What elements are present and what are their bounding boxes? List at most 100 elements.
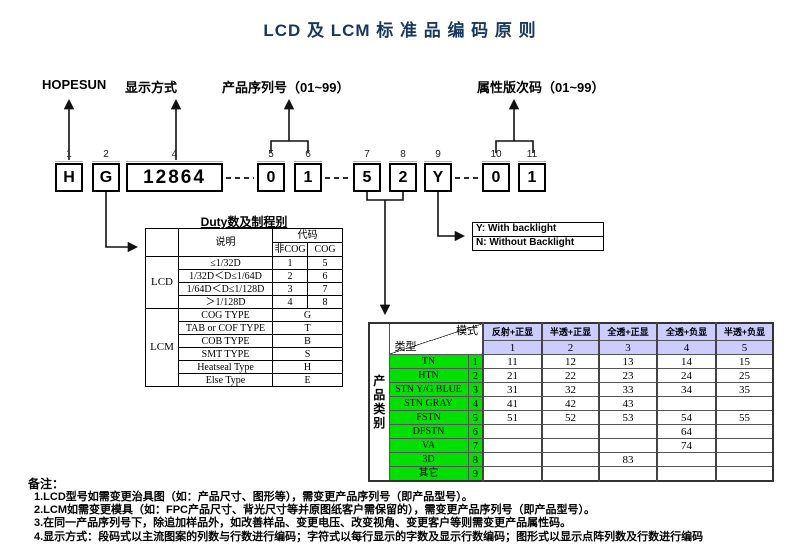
code-value: 54 [656, 410, 717, 425]
duty-noncog-code: 2 [272, 269, 308, 283]
mode-column-header: 全透+正显 [598, 322, 658, 341]
code-value [715, 452, 774, 467]
type-name: 其它 [388, 466, 469, 482]
code-box-11: 1 [518, 163, 546, 192]
code-value [541, 438, 600, 453]
code-value: 42 [541, 396, 600, 411]
code-value: 35 [715, 382, 774, 397]
code-value [482, 424, 543, 439]
code-box-5: 0 [257, 163, 285, 192]
code-value: 55 [715, 410, 774, 425]
duty-lcd-label: LCD [145, 256, 179, 309]
mode-column-header: 半透+负显 [715, 322, 774, 341]
position-number-5: 5 [257, 149, 285, 162]
duty-cog-code: 8 [307, 295, 343, 309]
label-serial: 产品序列号（01~99） [222, 80, 350, 95]
label-company: HOPESUN [42, 77, 107, 92]
position-number-2: 2 [92, 149, 120, 162]
code-value [541, 452, 600, 467]
position-number-4: 4 [126, 149, 223, 162]
type-number: 5 [467, 410, 484, 425]
code-value: 33 [598, 382, 658, 397]
label-attr-version: 属性版次码（01~99） [477, 80, 605, 95]
code-value: 74 [656, 438, 717, 453]
duty-desc: COB TYPE [178, 334, 273, 348]
mode-column-number: 2 [541, 340, 600, 355]
duty-lcm-label: LCM [145, 308, 179, 387]
code-value: 14 [656, 354, 717, 369]
backlight-legend: Y: With backlight N: Without Backlight [472, 222, 604, 251]
bracket-mode-digits [366, 192, 404, 201]
duty-code: T [272, 321, 343, 335]
duty-code-header: 代码 [272, 228, 343, 243]
duty-desc: SMT TYPE [178, 347, 273, 361]
code-value: 12 [541, 354, 600, 369]
mode-table-corner: 模式类型 [388, 322, 484, 355]
corner-mode-label: 模式 [456, 325, 478, 337]
note-item-1: 1.LCD型号如需变更治具图（如：产品尺寸、图形等），需变更产品序列号（即产品型… [34, 491, 473, 503]
code-value: 22 [541, 368, 600, 383]
code-value: 25 [715, 368, 774, 383]
code-box-2: G [92, 163, 120, 192]
code-value [482, 438, 543, 453]
code-value [715, 466, 774, 482]
code-value: 51 [482, 410, 543, 425]
duty-table-title: Duty数及制程别 [200, 215, 288, 229]
mode-column-header: 半透+正显 [541, 322, 600, 341]
code-value: 34 [656, 382, 717, 397]
type-name: HTN [388, 368, 469, 383]
code-box-7: 5 [353, 163, 381, 192]
duty-desc: COG TYPE [178, 308, 273, 322]
note-item-4: 4.显示方式：段码式以主流图案的列数与行数进行编码；字符式以每行显示的字数及显示… [34, 530, 704, 543]
mode-column-number: 1 [482, 340, 543, 355]
type-name: STN Y/G BLUE [388, 382, 469, 397]
duty-noncog-code: 4 [272, 295, 308, 309]
duty-noncog-code: 3 [272, 282, 308, 296]
type-name: FSTN [388, 410, 469, 425]
type-number: 7 [467, 438, 484, 453]
duty-corner-cell [145, 228, 179, 257]
code-value: 41 [482, 396, 543, 411]
code-value: 23 [598, 368, 658, 383]
label-display-mode: 显示方式 [125, 80, 178, 95]
code-value: 32 [541, 382, 600, 397]
code-value: 43 [598, 396, 658, 411]
code-value [715, 396, 774, 411]
type-name: DFSTN [388, 424, 469, 439]
code-box-6: 1 [294, 163, 322, 192]
code-value [656, 396, 717, 411]
notes: 备注： 1.LCD型号如需变更治具图（如：产品尺寸、图形等），需变更产品序列号（… [28, 477, 703, 544]
duty-desc: ≤1/32D [178, 256, 273, 270]
type-number: 2 [467, 368, 484, 383]
position-number-7: 7 [353, 149, 381, 162]
note-item-3: 3.在同一产品序列号下，除追加样品外，如改善样品、变更电压、改变视角、变更客户等… [34, 517, 572, 530]
code-box-1: H [55, 163, 83, 192]
code-value [715, 438, 774, 453]
duty-desc: ＞1/128D [178, 295, 273, 309]
position-number-1: 1 [55, 149, 83, 162]
code-box-10: 0 [482, 163, 510, 192]
duty-desc: Heatseal Type [178, 360, 273, 374]
note-item-2: 2.LCM如需变更模具（如：FPC产品尺寸、背光尺寸等并原图纸客户需保留的），需… [34, 504, 595, 517]
code-value: 83 [598, 452, 658, 467]
code-box-9: Y [424, 163, 452, 192]
corner-type-label: 类型 [394, 341, 417, 353]
mode-column-header: 反射+正显 [482, 322, 543, 341]
code-value [715, 424, 774, 439]
code-box-4: 12864 [126, 163, 223, 192]
